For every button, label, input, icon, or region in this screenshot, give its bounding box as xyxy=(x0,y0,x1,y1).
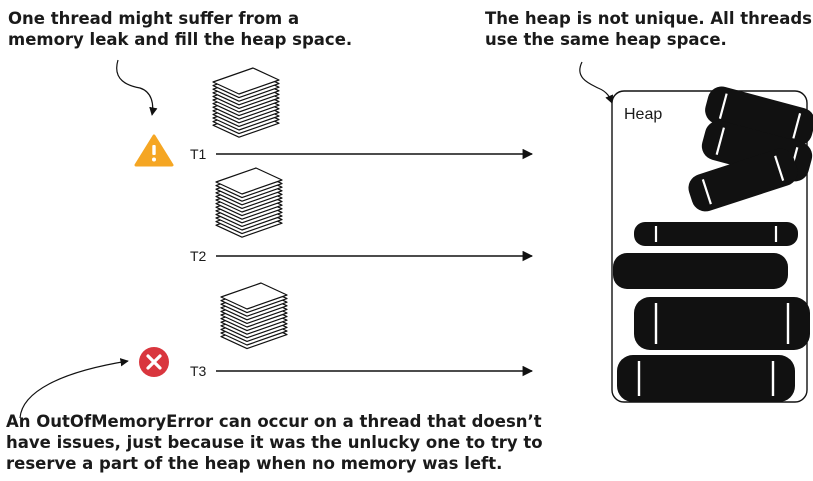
leak-callout-arrow xyxy=(116,59,158,116)
callout-line: memory leak and fill the heap space. xyxy=(8,30,353,49)
callout-line: have issues, just because it was the unl… xyxy=(6,433,543,452)
oom-error-callout: An OutOfMemoryError can occur on a threa… xyxy=(6,411,543,474)
thread-label-t2: T2 xyxy=(190,248,207,264)
memory-block-icon xyxy=(634,222,798,246)
heap-contents xyxy=(613,86,813,402)
memory-stack-icon xyxy=(220,282,288,350)
paper-sheet xyxy=(212,67,280,95)
callout-line: reserve a part of the heap when no memor… xyxy=(6,454,503,473)
memory-stack-icon xyxy=(212,67,280,138)
callout-line: An OutOfMemoryError can occur on a threa… xyxy=(6,412,542,431)
thread-leak-callout: One thread might suffer from a memory le… xyxy=(8,8,352,50)
error-icon xyxy=(139,347,169,377)
callout-line: The heap is not unique. All threads xyxy=(485,9,812,28)
thread-label-t1: T1 xyxy=(190,146,207,162)
memory-block-icon xyxy=(634,297,810,350)
heap-label: Heap xyxy=(624,106,663,123)
heap-shared-callout: The heap is not unique. All threads use … xyxy=(485,8,812,50)
memory-block-icon xyxy=(617,355,795,402)
paper-sheet xyxy=(215,167,283,195)
oom-callout-arrow xyxy=(19,358,129,419)
warning-icon xyxy=(134,134,174,167)
thread-label-t3: T3 xyxy=(190,363,207,379)
memory-block-icon xyxy=(613,253,788,289)
callout-line: One thread might suffer from a xyxy=(8,9,300,28)
memory-block-icon xyxy=(688,148,798,212)
heap-callout-arrow xyxy=(579,61,614,104)
memory-stack-icon xyxy=(215,167,283,238)
paper-sheet xyxy=(220,282,288,310)
memory-block-icon xyxy=(705,86,813,146)
callout-line: use the same heap space. xyxy=(485,30,727,49)
